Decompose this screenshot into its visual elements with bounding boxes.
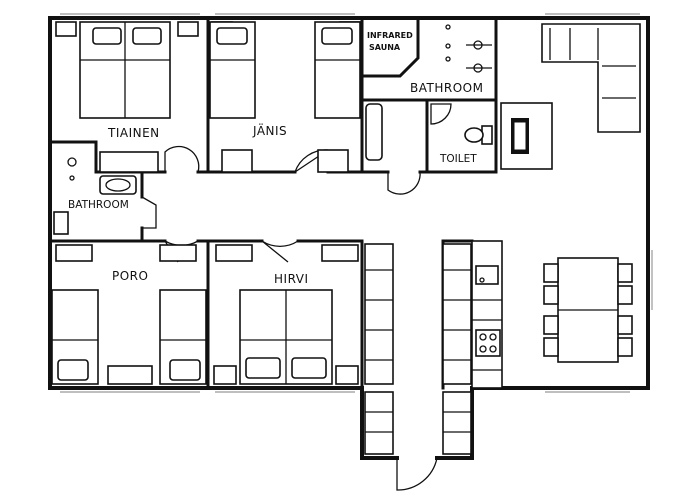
bed-tiainen — [55, 21, 199, 173]
room-label-tiainen: TIAINEN — [107, 126, 160, 140]
room-label-bathroom-small: BATHROOM — [68, 199, 129, 211]
bed-hirvi — [213, 244, 359, 385]
room-label-janis: JÄNIS — [252, 123, 287, 138]
room-label-bathroom-main: BATHROOM — [410, 81, 483, 95]
wardrobes — [364, 243, 472, 455]
living-area — [471, 23, 641, 389]
room-label-poro: PORO — [112, 269, 148, 283]
room-label-sauna-line2: SAUNA — [369, 43, 401, 52]
bathroom-fixtures — [365, 24, 493, 161]
small-bathroom-fixtures — [53, 157, 137, 235]
beds-poro — [51, 244, 207, 385]
bed-janis — [209, 21, 361, 173]
room-labels: TIAINEN JÄNIS INFRARED SAUNA BATHROOM TO… — [68, 31, 483, 286]
room-label-hirvi: HIRVI — [274, 272, 309, 286]
room-label-sauna-line1: INFRARED — [367, 31, 413, 40]
room-label-toilet: TOILET — [439, 153, 477, 165]
windows — [60, 13, 653, 393]
